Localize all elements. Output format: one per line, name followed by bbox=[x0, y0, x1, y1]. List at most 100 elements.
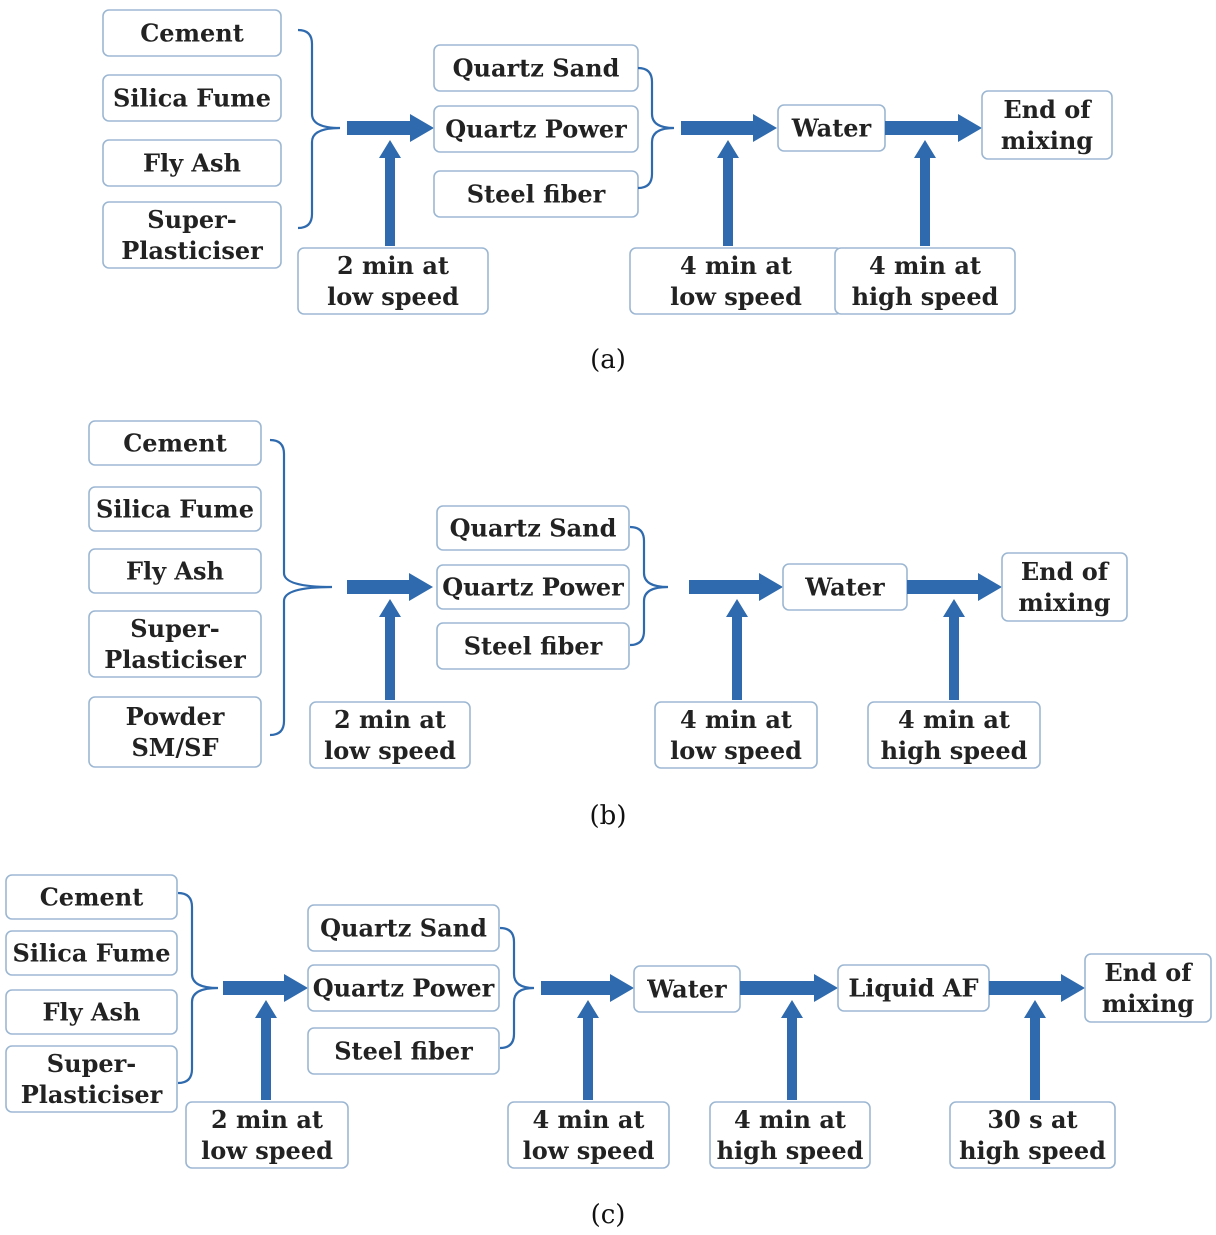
time-box-border bbox=[297, 247, 489, 315]
ingredient-box-label: Silica Fume bbox=[13, 939, 171, 968]
time-box-label: high speed bbox=[852, 282, 999, 311]
ingredient-box-label: Silica Fume bbox=[96, 495, 254, 524]
ingredient-box: Fly Ash bbox=[5, 989, 178, 1035]
ingredient-box-border bbox=[88, 420, 262, 466]
ingredient-box-label: Cement bbox=[123, 429, 227, 458]
ingredient-box: Super-Plasticiser bbox=[5, 1045, 178, 1113]
ingredient-box: Cement bbox=[88, 420, 262, 466]
ingredient-box: Cement bbox=[5, 874, 178, 920]
ingredient-box-label: Cement bbox=[140, 19, 244, 48]
water-box-label: Water bbox=[791, 114, 872, 143]
time-box-label: high speed bbox=[959, 1136, 1106, 1165]
ingredient-box-label: Plasticiser bbox=[104, 645, 246, 674]
addition-box-label: Quartz Power bbox=[445, 115, 627, 144]
time-box-border bbox=[834, 247, 1016, 315]
liquid-box: Liquid AF bbox=[837, 964, 990, 1012]
addition-box: Quartz Power bbox=[307, 964, 500, 1012]
addition-box-border bbox=[433, 105, 639, 153]
addition-box: Quartz Power bbox=[436, 564, 630, 610]
time-box-border bbox=[309, 701, 471, 769]
addition-box-label: Quartz Sand bbox=[320, 914, 487, 943]
ingredient-box-border bbox=[102, 74, 282, 122]
end-box-label: mixing bbox=[1001, 126, 1093, 155]
addition-box: Steel fiber bbox=[433, 170, 639, 218]
ingredient-box-label: Super- bbox=[47, 1049, 136, 1078]
addition-box-label: Steel fiber bbox=[467, 180, 606, 209]
end-box-border bbox=[1001, 552, 1128, 622]
ingredient-box: Fly Ash bbox=[88, 548, 262, 594]
ingredient-box-border bbox=[5, 989, 178, 1035]
time-box-label: 2 min at bbox=[211, 1105, 323, 1134]
water-box-label: Water bbox=[646, 975, 727, 1004]
ingredient-box-label: Powder bbox=[126, 702, 225, 731]
flow-arrow bbox=[347, 114, 434, 142]
additions-brace bbox=[637, 66, 675, 190]
time-arrow bbox=[943, 599, 965, 700]
ingredient-box: Silica Fume bbox=[88, 486, 262, 532]
ingredient-box-border bbox=[5, 930, 178, 976]
time-box-label: 30 s at bbox=[987, 1105, 1077, 1134]
addition-box-label: Steel fiber bbox=[334, 1037, 473, 1066]
ingredient-box: Cement bbox=[102, 9, 282, 57]
end-box-label: End of bbox=[1104, 958, 1193, 987]
addition-box-label: Quartz Sand bbox=[453, 54, 620, 83]
time-box-label: 4 min at bbox=[898, 705, 1010, 734]
ingredient-box: Fly Ash bbox=[102, 139, 282, 187]
end-box-label: mixing bbox=[1102, 989, 1194, 1018]
ingredient-box-border bbox=[88, 486, 262, 532]
ingredient-box: Silica Fume bbox=[102, 74, 282, 122]
time-box-label: high speed bbox=[717, 1136, 864, 1165]
ingredient-box-label: Plasticiser bbox=[21, 1080, 163, 1109]
flow-arrow bbox=[681, 114, 777, 142]
ingredients-brace bbox=[297, 28, 341, 230]
time-box-border bbox=[654, 701, 818, 769]
ingredient-box-label: SM/SF bbox=[131, 733, 218, 762]
ingredient-box-border bbox=[88, 610, 262, 678]
time-box-label: low speed bbox=[523, 1136, 655, 1165]
end-box-label: End of bbox=[1021, 557, 1110, 586]
ingredient-box: Super-Plasticiser bbox=[102, 201, 282, 269]
addition-box-border bbox=[307, 1027, 500, 1075]
ingredient-box-label: Fly Ash bbox=[143, 149, 241, 178]
time-arrow bbox=[379, 599, 401, 700]
flow-arrow bbox=[541, 974, 634, 1002]
time-arrow bbox=[577, 1000, 599, 1100]
time-arrow bbox=[914, 140, 936, 246]
time-box-border bbox=[185, 1101, 349, 1169]
ingredient-box-label: Super- bbox=[147, 205, 236, 234]
flow-arrow bbox=[347, 573, 433, 601]
time-box-label: 2 min at bbox=[334, 705, 446, 734]
panel-caption: (b) bbox=[590, 801, 627, 831]
additions-brace bbox=[499, 926, 535, 1050]
time-box-border bbox=[709, 1101, 871, 1169]
ingredients-brace bbox=[269, 438, 333, 737]
time-box-label: low speed bbox=[670, 282, 802, 311]
ingredient-box-label: Fly Ash bbox=[126, 557, 224, 586]
end-box-border bbox=[1084, 953, 1212, 1023]
end-box-border bbox=[981, 90, 1113, 160]
addition-box-border bbox=[436, 564, 630, 610]
time-box-label: 4 min at bbox=[532, 1105, 644, 1134]
addition-box-label: Quartz Power bbox=[313, 974, 495, 1003]
addition-box-border bbox=[433, 170, 639, 218]
water-box: Water bbox=[777, 104, 886, 152]
water-box: Water bbox=[633, 965, 741, 1013]
ingredients-brace bbox=[177, 891, 219, 1085]
flow-arrow bbox=[223, 974, 308, 1002]
ingredient-box-label: Silica Fume bbox=[113, 84, 271, 113]
addition-box-label: Steel fiber bbox=[464, 632, 603, 661]
time-box-label: low speed bbox=[670, 736, 802, 765]
liquid-box-label: Liquid AF bbox=[848, 974, 978, 1003]
time-box-label: low speed bbox=[327, 282, 459, 311]
